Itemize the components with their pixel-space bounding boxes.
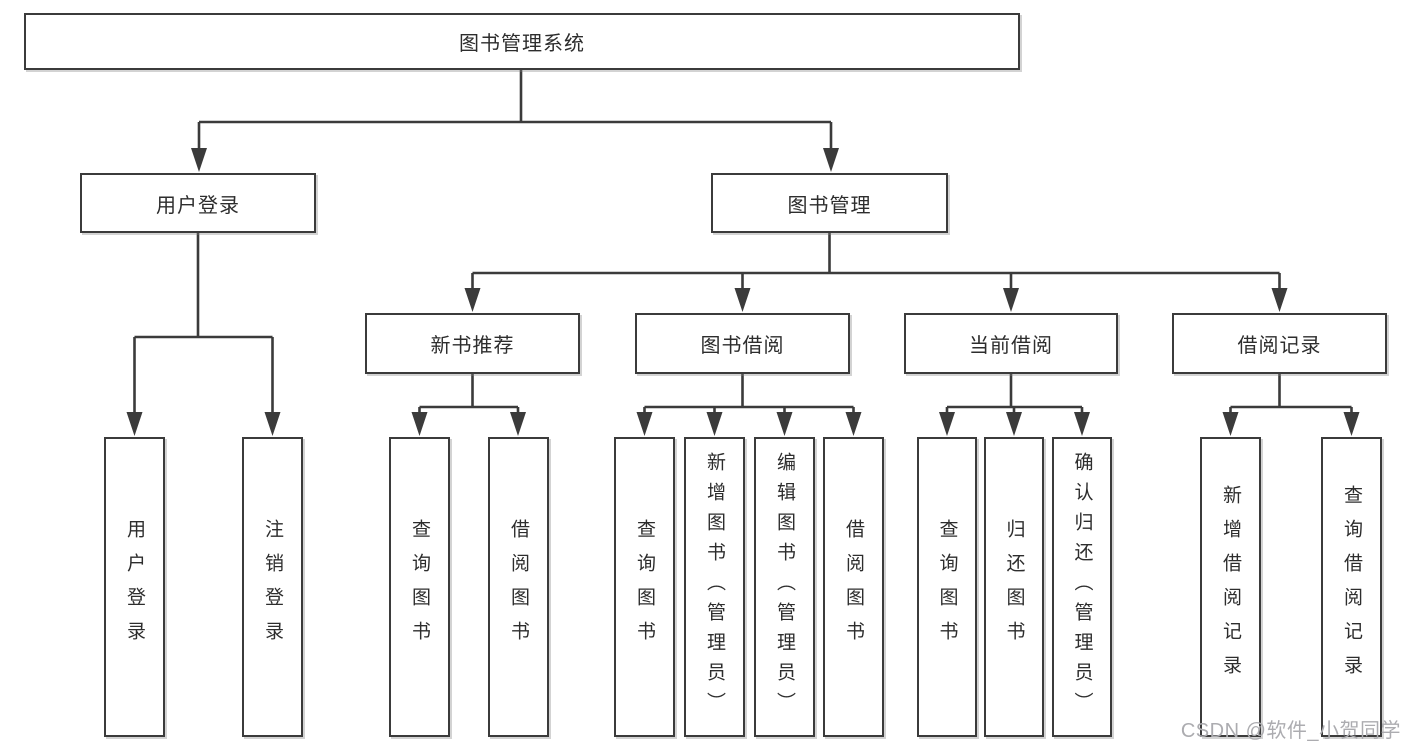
leaf-label: 查询图书 — [409, 519, 430, 655]
arrowhead-down — [411, 412, 428, 436]
arrowhead-down — [939, 412, 955, 436]
leaf-borrow-books: 借阅图书 — [488, 437, 549, 737]
node-book-borrowing: 图书借阅 — [635, 313, 850, 374]
leaf-label: 查询借阅记录 — [1341, 485, 1362, 689]
arrowhead-down — [1074, 412, 1090, 436]
leaf-query-books: 查询图书 — [614, 437, 675, 737]
arrowhead-down — [464, 288, 481, 312]
arrowhead-down — [510, 412, 526, 436]
connector-line — [643, 374, 855, 414]
leaf-label: 用户登录 — [124, 519, 145, 655]
connector-user-login-to-leaves — [126, 233, 281, 436]
arrowhead-down — [1271, 288, 1288, 312]
node-book-management: 图书管理 — [711, 173, 948, 233]
arrowhead-down — [126, 412, 143, 436]
arrowhead-down — [734, 288, 751, 312]
node-library-management-system: 图书管理系统 — [24, 13, 1020, 70]
node-user-login: 用户登录 — [80, 173, 316, 233]
arrowhead-down — [1343, 412, 1360, 436]
leaf-label: 确认归还（管理员） — [1071, 452, 1093, 722]
arrowhead-down — [264, 412, 281, 436]
arrowhead-down — [1006, 412, 1022, 436]
arrowhead-down — [706, 412, 723, 436]
leaf-label: 查询图书 — [634, 519, 655, 655]
leaf-user-login: 用户登录 — [104, 437, 165, 737]
leaf-query-books: 查询图书 — [917, 437, 977, 737]
leaf-add-books-admin: 新增图书（管理员） — [684, 437, 745, 737]
node-label: 图书借阅 — [700, 335, 785, 357]
leaf-label: 注销登录 — [262, 519, 283, 655]
connector-line — [945, 374, 1084, 414]
connector-line — [418, 374, 520, 414]
connector-line — [133, 233, 274, 414]
leaf-label: 编辑图书（管理员） — [774, 452, 795, 722]
connector-current-borrow-to-leaves — [939, 374, 1090, 436]
arrowhead-down — [1222, 412, 1239, 436]
node-label: 图书管理系统 — [459, 33, 585, 55]
leaf-query-books: 查询图书 — [389, 437, 450, 737]
leaf-borrow-books: 借阅图书 — [823, 437, 884, 737]
leaf-label: 查询图书 — [936, 519, 958, 655]
arrowhead-down — [823, 148, 839, 172]
leaf-label: 借阅图书 — [508, 519, 529, 655]
leaf-query-borrow-record: 查询借阅记录 — [1321, 437, 1382, 737]
arrowhead-down — [845, 412, 862, 436]
leaf-label: 借阅图书 — [843, 519, 864, 655]
leaf-label: 新增图书（管理员） — [704, 452, 725, 722]
node-current-borrowing: 当前借阅 — [904, 313, 1118, 374]
connector-root-to-level2 — [191, 70, 839, 172]
leaf-return-books: 归还图书 — [984, 437, 1044, 737]
connector-borrow-records-to-leaves — [1222, 374, 1360, 436]
node-new-book-recommendation: 新书推荐 — [365, 313, 580, 374]
connector-line — [471, 233, 1281, 290]
leaf-label: 归还图书 — [1003, 519, 1025, 655]
leaf-add-borrow-record: 新增借阅记录 — [1200, 437, 1261, 737]
node-label: 当前借阅 — [969, 335, 1053, 357]
leaf-confirm-return-admin: 确认归还（管理员） — [1052, 437, 1112, 737]
leaf-logout: 注销登录 — [242, 437, 303, 737]
node-label: 用户登录 — [156, 194, 240, 217]
arrowhead-down — [1003, 288, 1019, 312]
csdn-watermark: CSDN @软件_小贺同学 — [1180, 720, 1401, 742]
connector-line — [197, 70, 833, 150]
arrowhead-down — [776, 412, 793, 436]
leaf-edit-books-admin: 编辑图书（管理员） — [754, 437, 815, 737]
leaf-label: 新增借阅记录 — [1220, 485, 1241, 689]
node-label: 图书管理 — [787, 194, 872, 217]
arrowhead-down — [191, 148, 207, 172]
connector-new-book-to-leaves — [411, 374, 526, 436]
connector-book-mgmt-to-level3 — [464, 233, 1288, 312]
arrowhead-down — [636, 412, 653, 436]
node-label: 新书推荐 — [430, 335, 515, 357]
node-borrowing-records: 借阅记录 — [1172, 313, 1387, 374]
connector-line — [1229, 374, 1353, 414]
node-label: 借阅记录 — [1237, 335, 1322, 357]
connector-book-borrow-to-leaves — [636, 374, 862, 436]
